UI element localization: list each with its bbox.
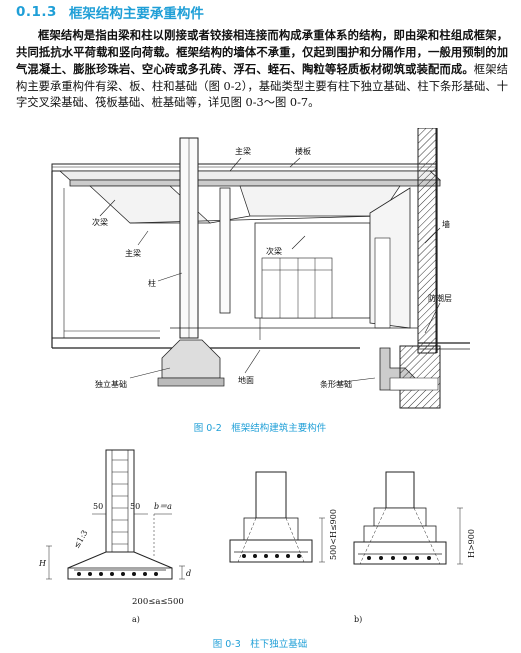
section-heading: 0.1.3 框架结构主要承重构件	[16, 2, 204, 22]
figure-0-3-caption: 图 0-3 柱下独立基础	[212, 639, 308, 650]
dim-h-left: H	[38, 559, 47, 568]
sub-b-label: b)	[354, 615, 362, 624]
label-secondary-beam-left: 次梁	[92, 217, 108, 227]
label-ground: 地面	[238, 375, 254, 385]
frame-structure-figure: 主梁 楼板 次梁 主梁 次梁 柱 墙 防潮层 独立基础 地面 条形基础	[51, 128, 470, 409]
label-isolated-foundation: 独立基础	[95, 379, 127, 389]
label-main-beam-left: 主梁	[125, 248, 141, 258]
label-strip-foundation: 条形基础	[320, 379, 352, 389]
range-a-label: 200≤a≤500	[132, 597, 184, 607]
figure-0-2-caption: 图 0-2 框架结构建筑主要构件	[193, 423, 327, 434]
dim-50-right: 50	[130, 502, 140, 511]
slope-label: ≤1:3	[72, 529, 90, 550]
label-floor-slab: 楼板	[295, 146, 311, 156]
label-main-beam-top: 主梁	[235, 146, 251, 156]
dim-d-right: d	[186, 569, 191, 578]
paragraph-bold-text: 框架结构是指由梁和柱以刚接或者铰接相连接而构成承重体系的结构，即由梁和柱组成框架…	[16, 28, 508, 77]
paragraph-normal-text: 框架结构主要承重构件有梁、板、柱和基础（图 0-2），基础类型主要有柱下独立基础…	[16, 63, 508, 109]
range-h-right-label: H>900	[467, 529, 476, 558]
range-h-mid-label: 500<H≤900	[329, 509, 338, 560]
label-dpc: 防潮层	[428, 293, 452, 303]
dim-b-eq-a: b＝a	[154, 502, 172, 511]
section-title: 框架结构主要承重构件	[68, 6, 204, 22]
dim-50-left: 50	[93, 502, 103, 511]
label-wall: 墙	[442, 219, 450, 229]
section-number: 0.1.3	[16, 4, 57, 20]
isolated-foundation-detail-b: 500<H≤900 H>900 b)	[229, 471, 476, 624]
body-paragraph: 框架结构是指由梁和柱以刚接或者铰接相连接而构成承重体系的结构，即由梁和柱组成框架…	[16, 27, 508, 111]
isolated-foundation-detail-a: 50 50 b＝a ≤1:3 H d 200≤a≤500 a)	[38, 449, 191, 624]
label-column: 柱	[148, 278, 156, 288]
label-secondary-beam-mid: 次梁	[266, 246, 282, 256]
sub-a-label: a)	[132, 615, 140, 624]
